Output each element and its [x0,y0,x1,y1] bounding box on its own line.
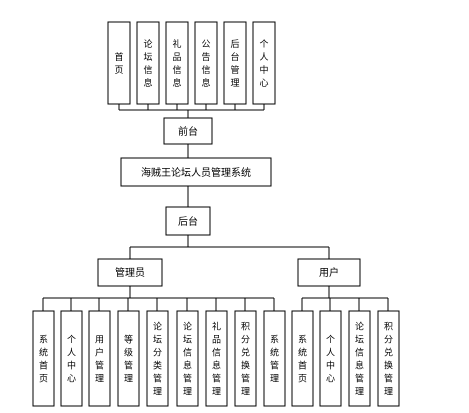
front-module-notice-info: 公告信息 [194,21,218,105]
user-module-forum-info-management-label: 论坛信息管理 [355,321,364,398]
back-node: 后台 [165,206,211,236]
front-module-gift-info: 礼品信息 [165,21,189,105]
user-node: 用户 [297,258,361,287]
front-module-home: 首页 [107,21,131,105]
admin-module-points-exchange-management: 积分兑换管理 [234,310,257,407]
front-module-personal-center-label: 个人中心 [259,39,268,89]
front-node-label: 前台 [178,125,198,138]
admin-module-system-home-label: 系统首页 [39,335,48,385]
user-module-forum-info-management: 论坛信息管理 [348,310,371,407]
admin-module-system-home: 系统首页 [32,310,55,407]
admin-module-personal-center: 个人中心 [60,310,83,407]
front-module-backend-admin-label: 后台管理 [230,39,239,89]
user-module-personal-center: 个人中心 [319,310,342,407]
connector-lines [42,104,389,311]
system-title-label: 海贼王论坛人员管理系统 [141,166,251,179]
front-module-backend-admin: 后台管理 [223,21,247,105]
admin-module-user-management-label: 用户管理 [95,335,104,385]
admin-module-level-management-label: 等级管理 [124,334,133,385]
front-module-notice-info-label: 公告信息 [201,39,210,89]
user-module-points-exchange-management: 积分兑换管理 [377,310,400,407]
front-module-gift-info-label: 礼品信息 [172,38,181,89]
user-module-system-home-label: 系统首页 [298,335,307,385]
front-node: 前台 [163,117,213,145]
front-module-home-label: 首页 [114,51,123,76]
admin-module-gift-info-management: 礼品信息管理 [205,310,228,407]
admin-module-system-management-label: 系统管理 [270,335,279,385]
user-module-system-home: 系统首页 [291,310,314,407]
admin-module-forum-info-management-label: 论坛信息管理 [183,321,192,398]
front-module-personal-center: 个人中心 [252,21,276,105]
admin-module-forum-info-management: 论坛信息管理 [176,310,199,407]
admin-node-label: 管理员 [115,266,145,279]
admin-module-personal-center-label: 个人中心 [67,335,76,385]
admin-module-forum-category-management: 论坛分类管理 [146,310,169,407]
user-module-personal-center-label: 个人中心 [326,335,335,385]
admin-module-points-exchange-management-label: 积分兑换管理 [241,321,250,398]
admin-module-forum-category-management-label: 论坛分类管理 [153,321,162,398]
user-module-points-exchange-management-label: 积分兑换管理 [384,321,393,398]
front-module-forum-info: 论坛信息 [136,21,160,105]
system-title-node: 海贼王论坛人员管理系统 [120,157,272,187]
diagram-nodes: 首页 论坛信息 礼品信息 公告信息 后台管理 个人中心 前台 [32,21,400,407]
back-node-label: 后台 [178,215,198,228]
front-module-forum-info-label: 论坛信息 [143,38,152,89]
user-node-label: 用户 [319,266,339,279]
admin-node: 管理员 [97,258,163,287]
admin-module-gift-info-management-label: 礼品信息管理 [212,321,221,398]
admin-module-system-management: 系统管理 [263,310,286,407]
admin-module-level-management: 等级管理 [117,310,140,407]
admin-module-user-management: 用户管理 [88,310,111,407]
